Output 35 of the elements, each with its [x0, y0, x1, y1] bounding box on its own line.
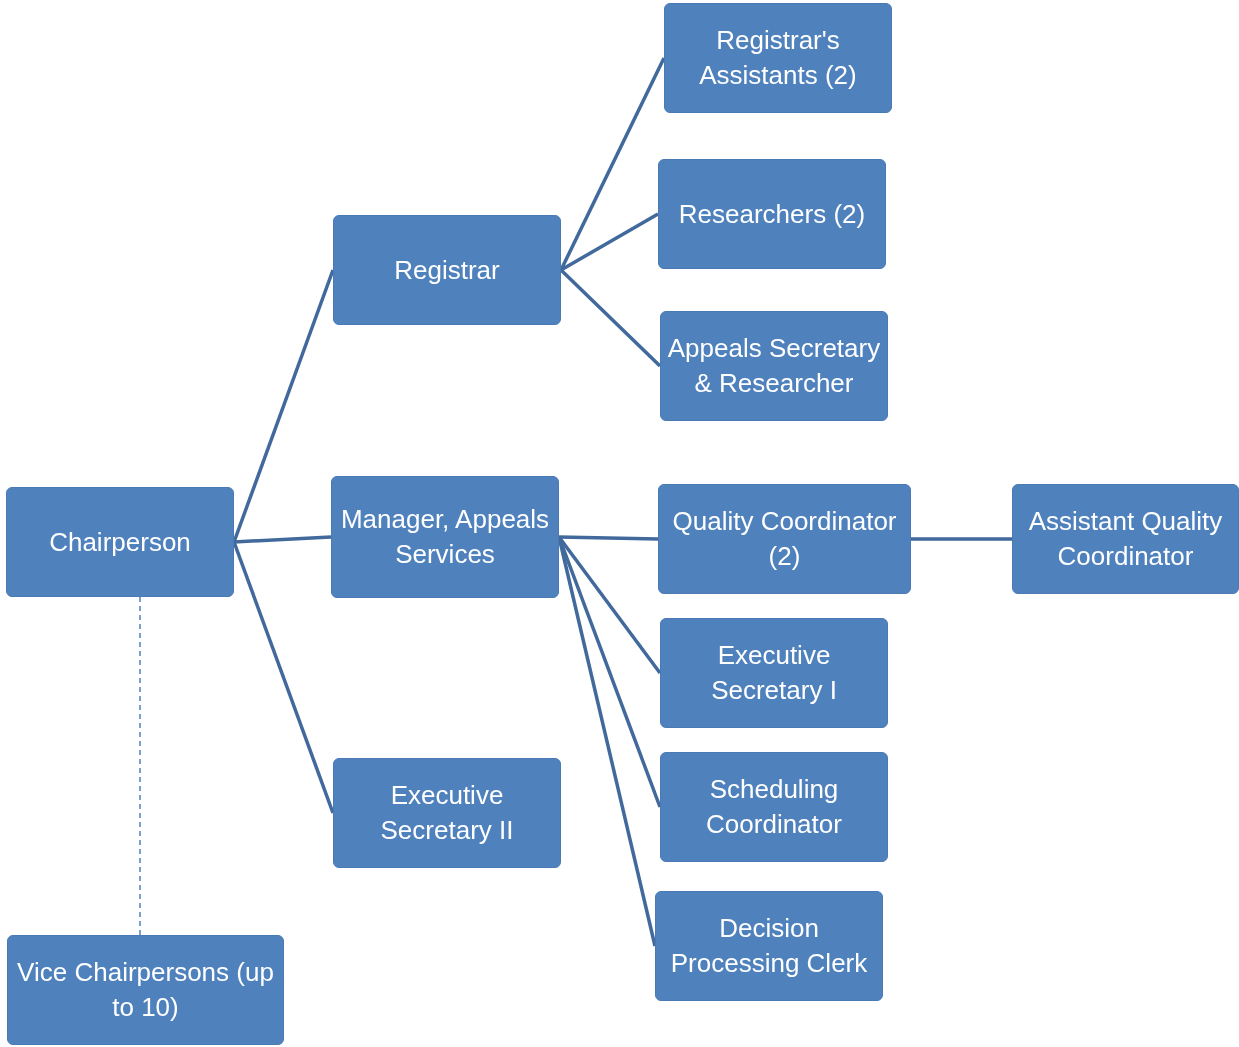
role-title: Registrar: [394, 253, 500, 287]
dashed-connector: [139, 596, 141, 936]
connector-line: [559, 57, 666, 271]
connector-line: [558, 535, 659, 541]
role-title: Vice Chairpersons (up to 10): [16, 956, 275, 1024]
role-box: [333, 215, 561, 325]
role-title: Chairperson: [49, 525, 191, 559]
connector-line: [560, 212, 659, 272]
role-box: [333, 758, 561, 868]
role-title: Executive Secretary I: [710, 639, 838, 707]
connector-line: [232, 269, 335, 543]
role-box: [658, 484, 911, 594]
role-box: [660, 311, 888, 421]
role-title: Appeals Secretary & Researcher: [666, 332, 882, 400]
role-title: Manager, Appeals Services: [339, 503, 551, 571]
role-title: Decision Processing Clerk: [669, 912, 869, 980]
role-title: Quality Coordinator (2): [671, 505, 898, 573]
connector-line: [559, 268, 662, 368]
role-box: [7, 935, 284, 1045]
role-box: [660, 618, 888, 728]
connector-line: [232, 541, 335, 814]
role-box: [660, 752, 888, 862]
role-box: [658, 159, 886, 269]
role-box: [6, 487, 234, 597]
role-title: Assistant Quality Coordinator: [1027, 505, 1224, 573]
connector-line: [911, 537, 1012, 541]
role-box: [655, 891, 883, 1001]
role-box: [331, 476, 559, 598]
connector-line: [233, 535, 332, 544]
role-title: Registrar's Assistants (2): [698, 24, 858, 92]
role-box: [1012, 484, 1239, 594]
role-title: Executive Secretary II: [379, 779, 515, 847]
role-box: [664, 3, 892, 113]
role-title: Researchers (2): [678, 197, 866, 231]
role-title: Scheduling Coordinator: [705, 773, 843, 841]
